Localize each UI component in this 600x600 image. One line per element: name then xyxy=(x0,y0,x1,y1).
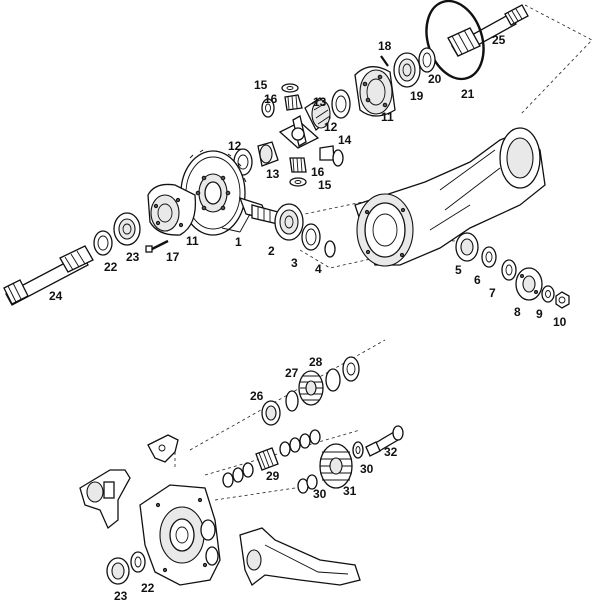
nut-10 xyxy=(555,291,570,309)
washer-9 xyxy=(541,285,555,303)
pin-18 xyxy=(380,55,389,67)
washer-30-lower xyxy=(297,474,318,494)
callout-22-upper: 22 xyxy=(104,260,118,274)
callout-18: 18 xyxy=(378,39,392,53)
callout-24: 24 xyxy=(49,289,63,303)
bearing-23-lower xyxy=(106,557,130,585)
washers-29-left xyxy=(222,462,254,488)
callout-3: 3 xyxy=(291,256,298,270)
spider-cross-shaft xyxy=(278,115,320,149)
planet-gear-16-upper xyxy=(284,94,303,111)
spacer-22-lower xyxy=(130,551,146,573)
part-callout-labels: 1 2 3 4 5 6 7 8 9 10 11 11 12 12 13 13 1… xyxy=(49,33,567,600)
planet-gear-16-right xyxy=(319,145,344,167)
callout-31: 31 xyxy=(343,484,357,498)
callout-21: 21 xyxy=(461,87,475,101)
callout-25: 25 xyxy=(492,33,506,47)
callout-2: 2 xyxy=(268,244,275,258)
callout-9: 9 xyxy=(536,307,543,321)
callout-23-lower: 23 xyxy=(114,589,128,600)
spacer-ring-20 xyxy=(418,47,436,73)
callout-15-upper: 15 xyxy=(254,78,268,92)
bracket-small xyxy=(147,434,179,463)
callout-26: 26 xyxy=(250,389,264,403)
differential-case-half-left xyxy=(147,183,197,236)
washer-15-upper xyxy=(281,83,299,93)
bearing-5 xyxy=(455,232,479,262)
washer-26b xyxy=(285,390,299,412)
axle-shaft-lower xyxy=(3,245,94,306)
callout-32: 32 xyxy=(384,445,398,459)
callout-11-lower: 11 xyxy=(186,234,199,248)
callout-5: 5 xyxy=(455,263,462,277)
callout-22-lower: 22 xyxy=(141,581,155,595)
leader-lines-upper xyxy=(221,213,251,233)
callout-7: 7 xyxy=(489,286,496,300)
needle-bearing-29 xyxy=(255,447,279,471)
side-gear-13-upper xyxy=(304,97,331,132)
bearing-26 xyxy=(261,400,281,426)
crown-wheel-and-pinion xyxy=(180,149,279,236)
bearing-2 xyxy=(274,203,304,241)
callout-8: 8 xyxy=(514,305,521,319)
callout-20: 20 xyxy=(428,72,442,86)
bearing-23-upper xyxy=(113,212,141,246)
washer-4 xyxy=(324,240,336,258)
callout-12-upper: 12 xyxy=(324,120,338,134)
ring-6 xyxy=(481,246,497,268)
callout-10: 10 xyxy=(553,315,567,329)
washer-15-left xyxy=(261,98,275,118)
callout-27: 27 xyxy=(285,366,299,380)
spacer-22-upper xyxy=(93,230,113,256)
side-gear-13-lower xyxy=(257,141,279,167)
gear-31 xyxy=(319,443,353,489)
differential-case-half-right xyxy=(354,66,396,117)
ring-3 xyxy=(301,223,321,251)
callout-30-lower: 30 xyxy=(313,487,327,501)
pin-shaft-32 xyxy=(365,425,404,457)
bolt-17 xyxy=(145,239,169,253)
callout-17: 17 xyxy=(166,250,180,264)
callout-6: 6 xyxy=(474,273,481,287)
callout-14: 14 xyxy=(338,133,352,147)
thrust-washer-12-upper xyxy=(331,89,351,119)
callout-1: 1 xyxy=(235,235,242,249)
washers-29-right xyxy=(279,429,321,457)
bracket-left xyxy=(79,469,131,530)
bearing-19 xyxy=(393,52,421,88)
callout-13-upper: 13 xyxy=(313,95,327,109)
ring-7 xyxy=(501,259,517,281)
callout-13-lower: 13 xyxy=(266,167,280,181)
axle-housing xyxy=(354,127,546,267)
washer-30-upper xyxy=(352,441,364,459)
callout-4: 4 xyxy=(315,262,322,276)
callout-16-upper: 16 xyxy=(264,92,278,106)
callout-23-upper: 23 xyxy=(126,250,140,264)
callout-11-upper: 11 xyxy=(381,110,394,124)
callout-15-lower: 15 xyxy=(318,178,332,192)
ring-28 xyxy=(325,356,360,392)
callout-16-lower: 16 xyxy=(311,165,325,179)
planet-gear-16-lower xyxy=(289,157,307,173)
callout-30-upper: 30 xyxy=(360,462,374,476)
axle-shaft-upper xyxy=(447,4,529,57)
gear-27 xyxy=(298,370,324,406)
callout-19: 19 xyxy=(410,89,424,103)
transfer-gearbox-housing xyxy=(139,484,221,586)
washer-15-lower xyxy=(289,177,307,187)
callout-29: 29 xyxy=(266,469,280,483)
callout-28: 28 xyxy=(309,355,323,369)
callout-12-lower: 12 xyxy=(228,139,242,153)
flange-8 xyxy=(515,267,543,301)
lever-arm xyxy=(239,527,361,587)
